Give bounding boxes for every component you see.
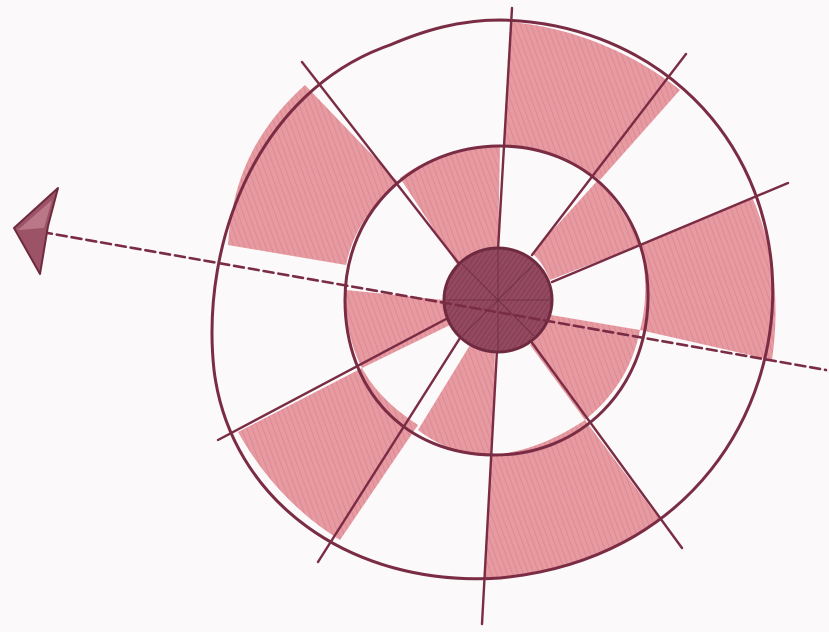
outer-segment-bottom-left (238, 368, 418, 540)
middle-segment-bottom-right (530, 315, 640, 420)
outer-segment-right (640, 197, 776, 360)
bullseye (444, 248, 552, 352)
outer-segment-left (228, 85, 398, 265)
middle-segment-bottom (418, 345, 495, 455)
middle-segment-top-right (532, 180, 640, 280)
outer-segment-top-right (503, 22, 680, 180)
outer-segment-bottom-right (485, 420, 660, 578)
